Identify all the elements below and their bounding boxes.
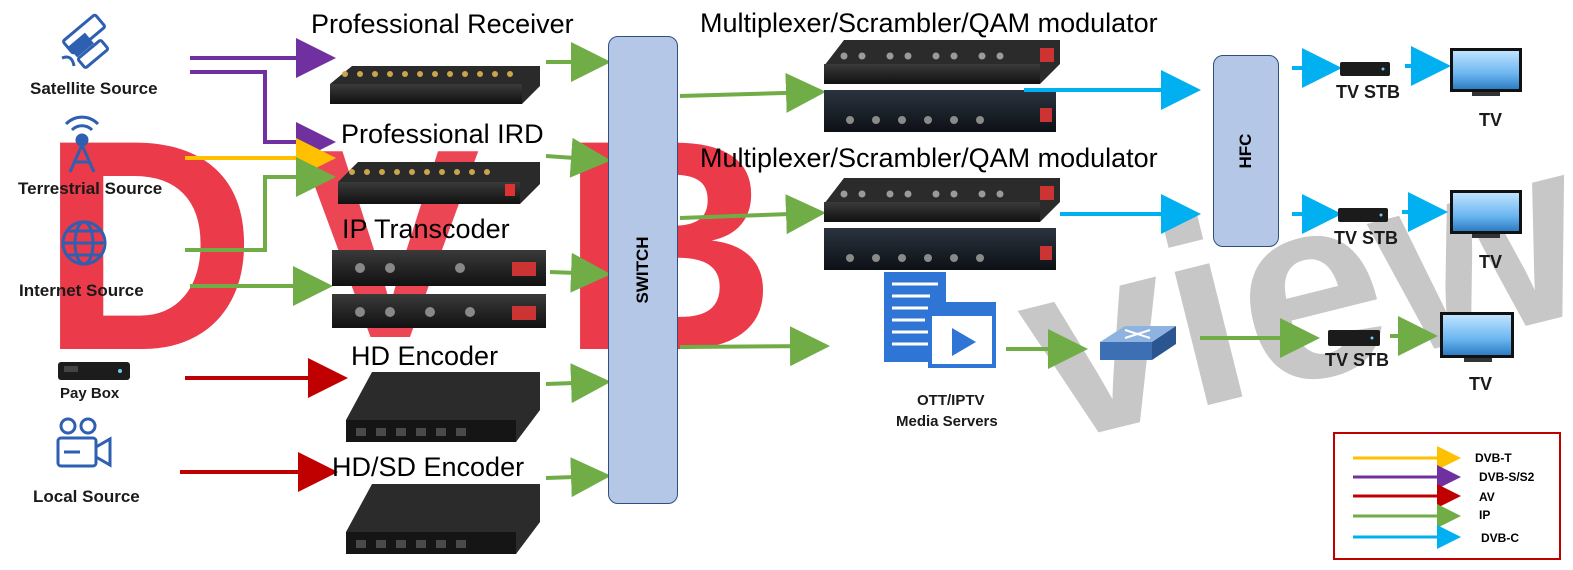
arrow-internet-ird [185, 157, 336, 252]
legend-label-av: AV [1479, 490, 1495, 504]
legend-label-dvbs: DVB-S/S2 [1479, 470, 1535, 484]
arrow-switch-mux1 [679, 72, 826, 113]
legend-lines [1353, 446, 1461, 549]
terrestrial-source-label: Terrestrial Source [18, 179, 163, 198]
hdsd-encoder-device [346, 484, 540, 554]
professional-ird-label: Professional IRD [341, 119, 544, 149]
stb-2-label: TV STB [1334, 228, 1399, 248]
tv-1-label: TV [1479, 110, 1503, 130]
legend-label-dvbt: DVB-T [1475, 451, 1512, 465]
arrow-switch-mux2 [679, 194, 826, 235]
stb-1-label: TV STB [1336, 82, 1401, 102]
media-servers-label-line2: Media Servers [896, 413, 998, 430]
arrow-satellite-ird [190, 70, 336, 162]
professional-ird-device [338, 162, 540, 204]
professional-receiver-label: Professional Receiver [311, 9, 574, 39]
arrow-hdsdencoder-switch [545, 457, 611, 498]
tv-3-icon [1440, 312, 1514, 362]
router-icon [1100, 326, 1176, 360]
satellite-icon [61, 13, 110, 69]
multiplexer-2-device [824, 178, 1060, 270]
pay-box-icon [58, 362, 130, 380]
arrow-hdencoder-switch [545, 363, 611, 404]
pay-box-label: Pay Box [60, 385, 120, 402]
media-servers-label-line1: OTT/IPTV [917, 392, 985, 409]
stb-3-icon [1328, 330, 1380, 346]
stb-2-icon [1338, 208, 1388, 222]
tv-3-label: TV [1469, 374, 1493, 394]
ip-transcoder-label: IP Transcoder [342, 214, 510, 244]
hfc-label: HFC [1236, 133, 1255, 169]
tv-1-icon [1450, 48, 1522, 96]
arrow-ird-switch [545, 137, 611, 178]
ip-transcoder-device [332, 250, 546, 328]
satellite-source-label: Satellite Source [30, 79, 158, 98]
arrow-transcoder-switch [549, 252, 611, 293]
antenna-tower-icon [64, 115, 100, 173]
hdsd-encoder-label: HD/SD Encoder [332, 452, 525, 482]
switch-label: SWITCH [633, 236, 652, 304]
multiplexer-2-label: Multiplexer/Scrambler/QAM modulator [700, 143, 1158, 173]
legend-label-dvbc: DVB-C [1481, 531, 1519, 545]
legend-label-ip: IP [1479, 508, 1491, 522]
globe-icon [61, 220, 107, 266]
video-play-icon [928, 302, 996, 368]
legend: DVB-T DVB-S/S2 AV IP DVB-C [1333, 432, 1561, 560]
local-source-label: Local Source [33, 487, 140, 506]
switch-box: SWITCH [608, 36, 678, 504]
hd-encoder-label: HD Encoder [351, 341, 499, 371]
internet-source-label: Internet Source [19, 281, 144, 300]
tv-2-label: TV [1479, 252, 1503, 272]
stb-3-label: TV STB [1325, 350, 1390, 370]
professional-receiver-device [330, 66, 540, 104]
arrow-switch-media [679, 326, 830, 367]
multiplexer-1-label: Multiplexer/Scrambler/QAM modulator [700, 8, 1158, 38]
camera-icon [56, 417, 112, 468]
hfc-box: HFC [1213, 55, 1279, 247]
stb-1-icon [1340, 62, 1390, 76]
multiplexer-1-device [824, 40, 1060, 132]
tv-2-icon [1450, 190, 1522, 238]
hd-encoder-device [346, 372, 540, 442]
